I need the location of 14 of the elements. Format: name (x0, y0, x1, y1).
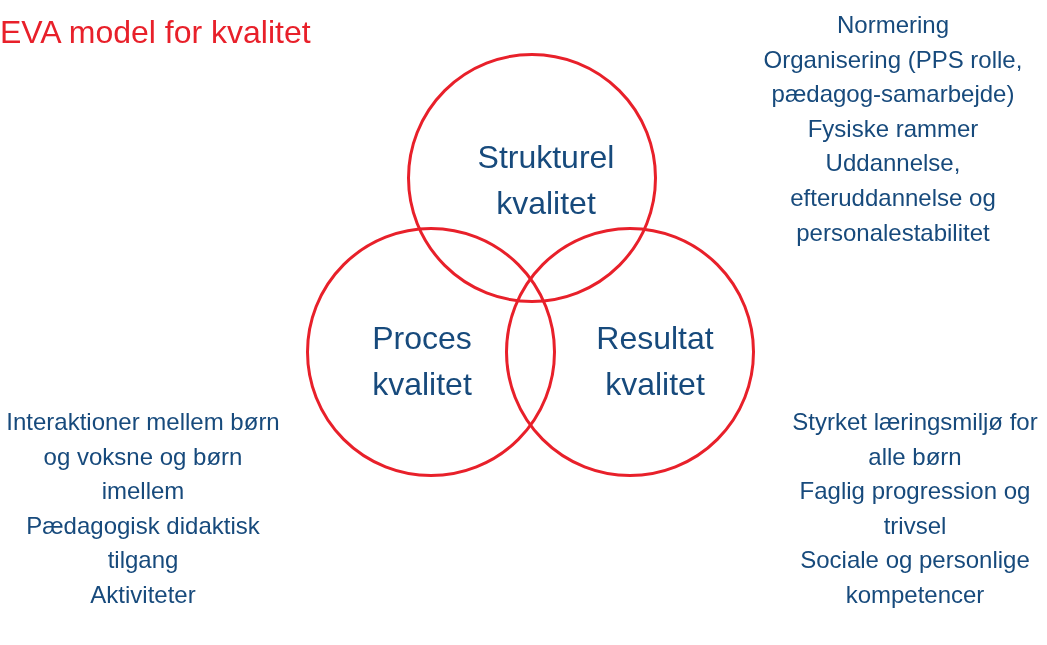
quality-factor: Uddannelse, efteruddannelse og personalestabilitet (789, 148, 997, 248)
quality-factor: Faglig progression og trivsel (798, 476, 1032, 541)
quality-factor: Fysiske rammer (806, 113, 980, 144)
quality-factor: Sociale og personlige kompetencer (799, 545, 1031, 610)
quality-factor: Interaktioner mellem børn og voksne og børn imellem (5, 407, 281, 507)
circle-label: Resultat kvalitet (595, 319, 715, 404)
quality-factor: Styrket læringsmiljø for alle børn (791, 407, 1039, 472)
quality-factor: Normering (836, 10, 950, 40)
title: EVA model for kvalitet (0, 14, 311, 51)
circle-label: Proces kvalitet (371, 319, 473, 404)
quality-factor: Pædagogisk didaktisk tilgang (25, 510, 261, 576)
quality-factor: Organisering (PPS rolle, pædagog-samarbejde) (763, 44, 1023, 110)
circle-label: Strukturel kvalitet (476, 138, 616, 223)
quality-factor: Aktiviteter (89, 579, 197, 610)
